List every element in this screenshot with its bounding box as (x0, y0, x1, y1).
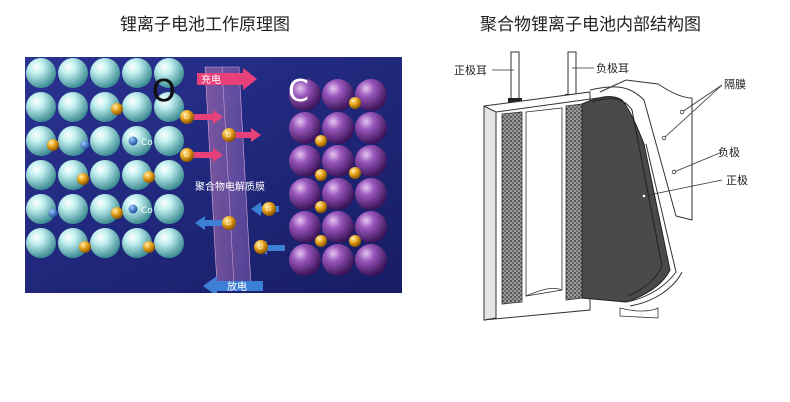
cobalt-label-upper: Co (141, 138, 153, 148)
anode-sphere (289, 244, 321, 276)
electrolyte-label: 聚合物电解质膜 (195, 180, 265, 193)
cathode-sphere (122, 58, 152, 88)
lithium-ion (111, 207, 123, 219)
lithium-ion (349, 235, 361, 247)
anode-sphere (322, 112, 354, 144)
cathode-sphere (154, 160, 184, 190)
cathode-sphere (26, 92, 56, 122)
positive-tab-label: 正极耳 (454, 63, 487, 77)
charge-label: 充电 (201, 73, 221, 86)
cobalt-atom (80, 140, 90, 150)
lithium-ion (315, 201, 327, 213)
migrating-lithium-ion (180, 110, 194, 124)
anode-sphere (322, 145, 354, 177)
lithium-ion (315, 235, 327, 247)
separator-label: 隔膜 (724, 78, 746, 91)
lithium-ion (47, 139, 59, 151)
cobalt-atom (48, 208, 58, 218)
anode-sphere (322, 211, 354, 243)
cathode-sphere (26, 228, 56, 258)
anode-sphere (355, 244, 387, 276)
lithium-ion (143, 171, 155, 183)
lithium-ion (79, 241, 91, 253)
cathode-sphere (90, 126, 120, 156)
electrode-stack (501, 103, 583, 305)
cathode-lattice (26, 58, 184, 258)
cathode-sphere (90, 58, 120, 88)
li-ion-label: Li (226, 220, 231, 227)
li-ion-label: Li (266, 206, 271, 213)
cathode-sphere (154, 194, 184, 224)
anode-sphere (322, 79, 354, 111)
migrating-lithium-ion (222, 128, 236, 142)
left-diagram-title: 锂离子电池工作原理图 (120, 15, 290, 35)
cathode-sphere (154, 228, 184, 258)
li-ion-label: Li (184, 114, 189, 121)
positive-electrode-label: 正极 (726, 173, 748, 187)
cathode-sphere (26, 58, 56, 88)
cathode-sphere (122, 92, 152, 122)
charge-arrow: 充电 (197, 68, 257, 90)
right-diagram-title: 聚合物锂离子电池内部结构图 (480, 15, 701, 35)
cathode-sphere (90, 92, 120, 122)
anode-lattice (289, 79, 387, 276)
cathode-sphere (90, 160, 120, 190)
cathode-sphere (154, 92, 184, 122)
anode-sphere (289, 145, 321, 177)
anode-sphere (355, 112, 387, 144)
cathode-sphere (154, 126, 184, 156)
lithium-ion (315, 135, 327, 147)
callout-lines (492, 67, 723, 197)
cathode-sphere (26, 194, 56, 224)
migrating-lithium-ion (222, 216, 236, 230)
negative-electrode-label: 负极 (718, 145, 740, 159)
li-ion-label: Li (226, 132, 231, 139)
migrating-lithium-ion (254, 240, 268, 254)
cobalt-label-lower: Co (141, 206, 153, 216)
rolled-electrodes (581, 96, 683, 319)
anode-sphere (289, 178, 321, 210)
cathode-sphere (58, 126, 88, 156)
cathode-sphere (58, 58, 88, 88)
discharge-label: 放电 (227, 280, 247, 293)
cathode-sphere (58, 92, 88, 122)
positive-tab (508, 51, 522, 106)
anode-sphere (289, 112, 321, 144)
cobalt-atom (128, 204, 138, 214)
li-ion-label: Li (184, 152, 189, 159)
lithium-ion (77, 173, 89, 185)
migrating-lithium-ion (262, 202, 276, 216)
lithium-ion (315, 169, 327, 181)
cobalt-atom (128, 136, 138, 146)
discharge-arrow: 放电 (203, 276, 263, 293)
cathode-sphere (122, 160, 152, 190)
anode-letter: C (288, 74, 309, 109)
cathode-sphere (90, 228, 120, 258)
anode-sphere (289, 79, 321, 111)
anode-sphere (355, 79, 387, 111)
anode-sphere (322, 244, 354, 276)
lithium-ion (349, 97, 361, 109)
negative-tab-label: 负极耳 (596, 61, 629, 75)
cathode-sphere (26, 160, 56, 190)
charge-direction-arrows (193, 110, 261, 162)
migrating-lithium-ion (180, 148, 194, 162)
lithium-ion (349, 167, 361, 179)
cathode-letter: O (152, 74, 176, 109)
anode-sphere (355, 211, 387, 243)
cathode-sphere (58, 194, 88, 224)
anode-sphere (289, 211, 321, 243)
lithium-ion (111, 103, 123, 115)
anode-sphere (322, 178, 354, 210)
anode-sphere (355, 178, 387, 210)
lithium-ion (143, 241, 155, 253)
internal-structure-diagram: 正极耳 负极耳 隔膜 负极 正极 (454, 51, 748, 321)
li-ion-label: Li (258, 244, 263, 251)
cathode-sphere (154, 58, 184, 88)
anode-sphere (355, 145, 387, 177)
